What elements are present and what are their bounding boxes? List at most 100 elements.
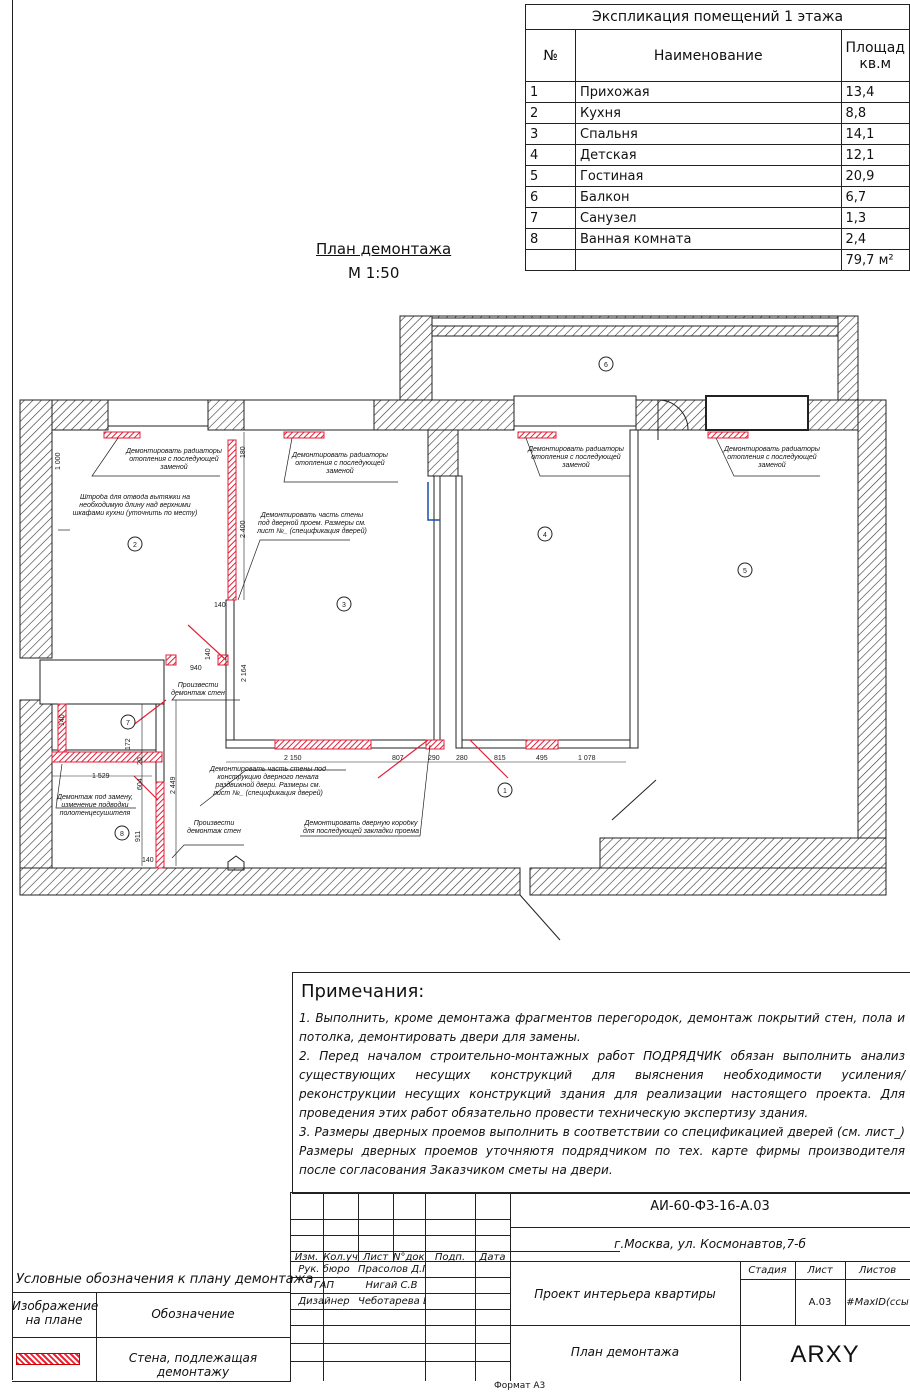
room-label-2: 2 [133, 542, 137, 549]
dim-140c: 140 [142, 857, 154, 864]
stage-label: Стадия [748, 1265, 787, 1276]
dim-140a: 140 [214, 602, 226, 609]
note-item-3: 3. Размеры дверных проемов выполнить в с… [299, 1125, 905, 1177]
total-area: 79,7 м² [840, 249, 910, 271]
arxy-logo: ARXY [790, 1341, 860, 1368]
room-label-1: 1 [503, 788, 507, 795]
dim-2400: 2 400 [240, 520, 247, 538]
dim-815: 815 [494, 755, 506, 762]
header-name: Наименование [575, 29, 842, 82]
row-num: 8 [525, 228, 576, 250]
stamp-sheet-title: План демонтажа [570, 1345, 680, 1359]
note-penal: Демонтировать часть стены под конструкци… [210, 766, 326, 797]
note-item-1: 1. Выполнить, кроме демонтажа фрагментов… [299, 1011, 905, 1044]
dim-2150: 2 150 [284, 755, 302, 762]
row-num: 5 [525, 165, 576, 187]
stamp-project: Проект интерьера квартиры [534, 1287, 716, 1301]
row-num: 1 [525, 81, 576, 103]
plan-title: План демонтажа [316, 240, 452, 258]
dim-180: 180 [240, 446, 247, 458]
row-name: Санузел [575, 207, 842, 229]
role-1: Рук. бюро [298, 1264, 350, 1275]
note-walls-1: Произвести демонтаж стен [171, 682, 225, 697]
dim-604: 604 [137, 778, 144, 790]
note-wall-part: Демонтировать часть стены под дверной пр… [257, 512, 367, 535]
room-label-4: 4 [543, 532, 547, 539]
room-labels [114, 356, 753, 841]
row-area: 13,4 [840, 81, 910, 103]
row-area: 8,8 [840, 102, 910, 124]
col-podp: Подп. [434, 1252, 466, 1263]
dim-280: 280 [456, 755, 468, 762]
note-radiator-1: Демонтировать радиаторы отопления с посл… [126, 448, 222, 471]
row-area: 2,4 [840, 228, 910, 250]
room-label-8: 8 [120, 831, 124, 838]
format-label: Формат А3 [494, 1381, 546, 1391]
header-num: № [525, 29, 576, 82]
sheet-frame-left [12, 0, 13, 1380]
col-izm: Изм. [294, 1252, 319, 1263]
col-kolch: Кол.уч [323, 1252, 358, 1263]
row-num: 2 [525, 102, 576, 124]
row-num: 6 [525, 186, 576, 208]
room-label-3: 3 [342, 602, 346, 609]
blue-window-mark [427, 482, 440, 521]
room-label-7: 7 [126, 720, 130, 727]
role-2: ГАП [314, 1280, 334, 1291]
dim-20: 20 [137, 757, 144, 765]
demolish-markers [131, 624, 509, 801]
stamp-code: АИ-60-ФЗ-16-А.03 [650, 1199, 770, 1214]
note-item-2: 2. Перед началом строительно-монтажных р… [299, 1049, 905, 1120]
note-walls-2: Произвести демонтаж стен [187, 820, 241, 835]
legend-title: Условные обозначения к плану демонтажа [16, 1272, 314, 1287]
row-name: Прихожая [575, 81, 842, 103]
dim-495: 495 [536, 755, 548, 762]
legend-col2: Обозначение [151, 1307, 235, 1321]
dim-1078: 1 078 [578, 755, 596, 762]
header-area: Площад кв.м [840, 29, 910, 82]
stamp-address: г.Москва, ул. Космонавтов,7-б [614, 1237, 806, 1251]
dim-140b: 140 [205, 648, 212, 660]
col-data: Дата [479, 1252, 506, 1263]
table-row-total: 79,7 м² [525, 249, 910, 271]
dim-940: 940 [190, 665, 202, 672]
explication-title: Экспликация помещений 1 этажа [525, 4, 910, 30]
row-area: 14,1 [840, 123, 910, 145]
legend-item: Стена, подлежащая демонтажу [128, 1351, 258, 1379]
name-3: Чеботарева В.А. [358, 1296, 425, 1307]
dim-807: 807 [392, 755, 404, 762]
dimension-labels: 1 000 180 2 400 140 140 940 2 164 2 150 … [55, 446, 596, 864]
row-name: Спальня [575, 123, 842, 145]
dim-911: 911 [135, 831, 142, 842]
row-name: Ванная комната [575, 228, 842, 250]
legend-table: Изображение на плане Обозначение Стена, … [12, 1292, 291, 1382]
row-area: 12,1 [840, 144, 910, 166]
title-block: АИ-60-ФЗ-16-А.03 г.Москва, ул. Космонавт… [290, 1192, 910, 1381]
room-label-5: 5 [743, 568, 747, 575]
legend-col1: Изображение на плане [12, 1299, 99, 1327]
name-2: Нигай С.В [365, 1280, 418, 1291]
sheet-value: А.03 [808, 1297, 832, 1308]
sheet-label: Лист [807, 1265, 833, 1276]
sheets-value: #MaxID(ссы [846, 1297, 909, 1308]
row-num: 7 [525, 207, 576, 229]
notes-box: Примечания: 1. Выполнить, кроме демонтаж… [292, 972, 910, 1194]
floor-plan: 2 3 4 5 6 7 8 1 1 000 180 2 400 140 140 [19, 315, 887, 941]
name-1: Прасолов Д.Г. [358, 1264, 425, 1275]
note-door-box: Демонтировать дверную коробку для послед… [302, 820, 420, 835]
dim-290: 290 [428, 755, 440, 762]
explication-table: Экспликация помещений 1 этажа № Наименов… [525, 4, 910, 271]
plan-scale: М 1:50 [348, 264, 400, 282]
dimension-lines [51, 432, 626, 866]
annotation-texts: Демонтировать радиаторы отопления с посл… [57, 446, 820, 835]
row-area: 6,7 [840, 186, 910, 208]
doors [176, 399, 689, 941]
